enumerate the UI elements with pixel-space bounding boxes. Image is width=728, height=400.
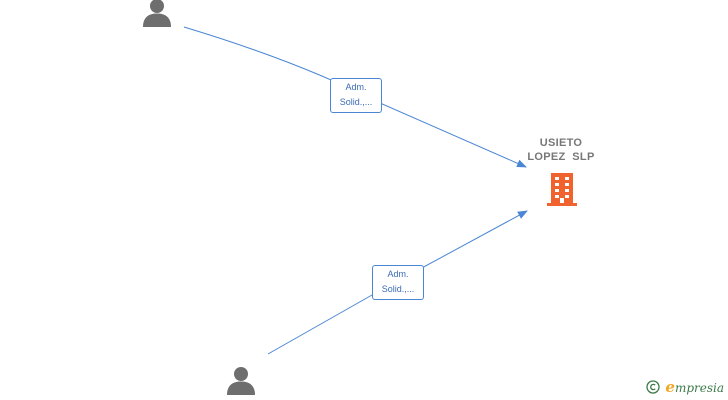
- company-name[interactable]: USIETO LOPEZ SLP: [501, 136, 621, 164]
- copyright-icon: [646, 380, 661, 394]
- relation-label-bottom[interactable]: Adm. Solid.,...: [372, 265, 424, 300]
- brand-watermark: empresia: [646, 378, 724, 396]
- brand-name: empresia: [665, 378, 724, 396]
- brand-rest: mpresia: [674, 381, 724, 395]
- relation-label-line1: Adm.: [387, 269, 409, 279]
- relation-label-top[interactable]: Adm. Solid.,...: [330, 78, 382, 113]
- company-name-line1: USIETO: [539, 137, 583, 149]
- person-icon[interactable]: [141, 0, 173, 28]
- company-name-line2: LOPEZ SLP: [527, 151, 595, 163]
- relation-label-line1: Adm.: [345, 82, 367, 92]
- relation-label-line2: Solid.,...: [381, 284, 415, 294]
- brand-initial: e: [665, 378, 675, 396]
- building-icon[interactable]: [544, 171, 580, 207]
- relation-label-line2: Solid.,...: [339, 97, 373, 107]
- person-icon[interactable]: [225, 364, 257, 396]
